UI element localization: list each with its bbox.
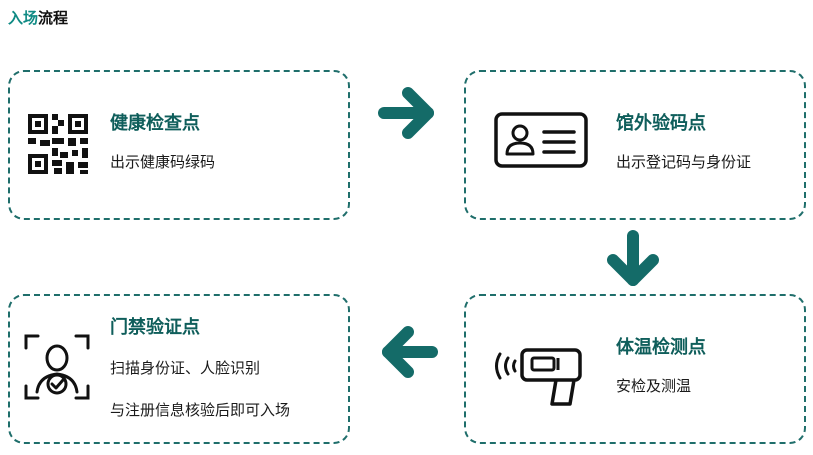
arrow-left-icon xyxy=(382,326,438,378)
qr-code-icon xyxy=(28,114,88,174)
arrow-down-icon xyxy=(607,230,659,286)
page-title-accent: 入场 xyxy=(8,9,39,27)
step-card-temperature-check: 体温检测点 安检及测温 xyxy=(464,294,806,444)
step-description: 出示健康码绿码 xyxy=(110,153,216,171)
step-card-code-verification: 馆外验码点 出示登记码与身份证 xyxy=(464,70,806,220)
page-title: 入场流程 xyxy=(8,8,68,28)
step-title: 门禁验证点 xyxy=(110,317,200,338)
step-title: 体温检测点 xyxy=(616,337,706,358)
step-card-gate-verification: 门禁验证点 扫描身份证、人脸识别 与注册信息核验后即可入场 xyxy=(8,294,350,444)
step-description-line-1: 扫描身份证、人脸识别 xyxy=(110,359,261,377)
step-title: 健康检查点 xyxy=(110,113,200,134)
thermometer-gun-icon xyxy=(495,348,582,406)
arrow-right-icon xyxy=(378,87,434,139)
step-title: 馆外验码点 xyxy=(616,113,706,134)
step-description: 出示登记码与身份证 xyxy=(616,153,752,171)
step-description: 安检及测温 xyxy=(616,377,692,395)
step-description-line-2: 与注册信息核验后即可入场 xyxy=(110,401,291,419)
id-card-icon xyxy=(494,112,588,168)
page-title-rest: 流程 xyxy=(38,9,69,27)
step-card-health-check: 健康检查点 出示健康码绿码 xyxy=(8,70,350,220)
face-scan-icon xyxy=(24,334,90,400)
